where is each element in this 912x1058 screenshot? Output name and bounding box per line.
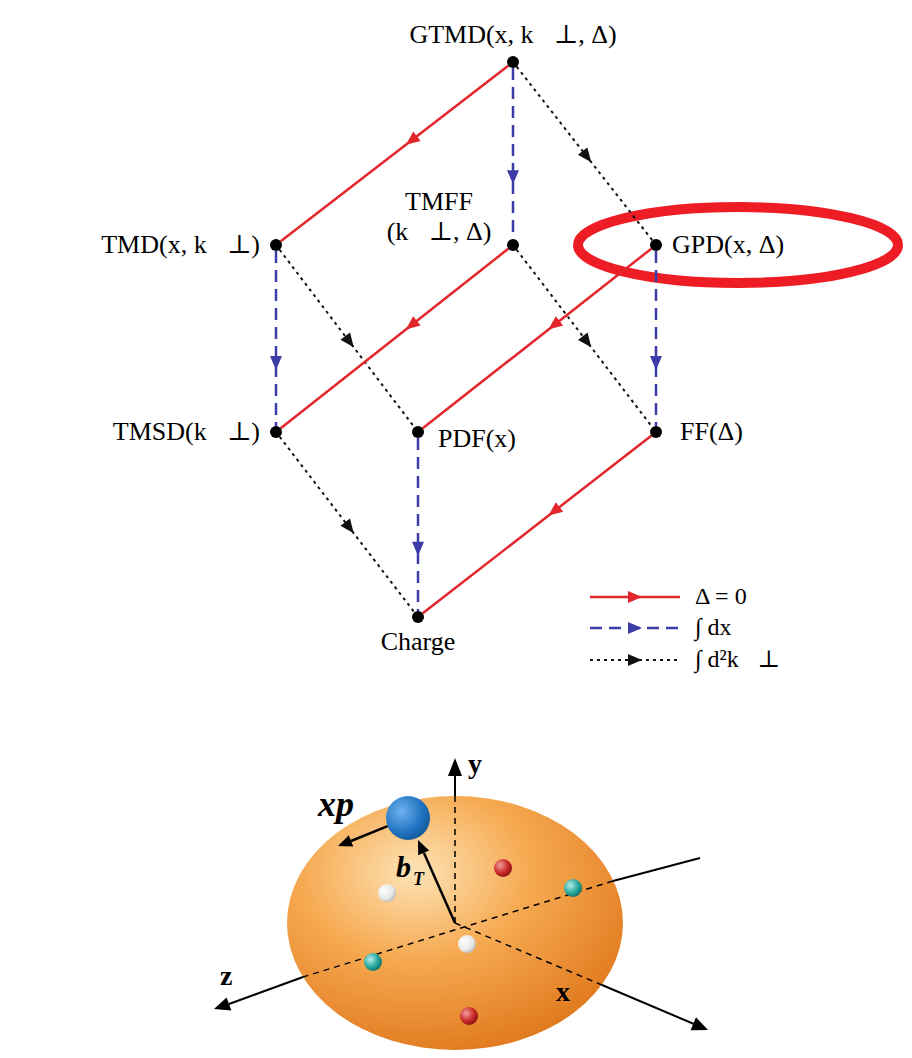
arrow-head [406,131,421,144]
parton-white [378,884,396,902]
arrow-head [548,502,563,515]
parton-cyan [364,953,382,971]
connector-line [423,249,652,429]
legend-red-head [628,591,642,603]
node-label: TMFF (k⃗⊥, Δ) [381,187,497,247]
connector [423,436,652,614]
lattice-node: GTMD(x, k⃗⊥, Δ) [507,56,519,68]
legend-text: ∫ dx [695,614,732,642]
connector [280,437,415,612]
node-label: Charge [379,627,458,657]
connector-line [280,437,415,612]
parton-cyan [564,879,582,897]
legend-samples [590,591,680,666]
connector-line [281,249,509,429]
arrow-head [548,316,563,329]
connector [412,438,424,611]
axis-label: x [556,978,570,1006]
z-axis-dashed [303,881,613,977]
lattice-node: PDF(x) [412,426,424,438]
arrow-head [340,333,353,348]
connector-line [423,436,652,614]
x-axis-dashed [455,923,602,985]
lattice-node: FF(Δ) [650,426,662,438]
legend-dotted-head [628,654,642,666]
arrow-head [406,316,421,329]
node-label: GPD(x, Δ) [670,230,786,260]
z-axis-solid [229,977,303,1004]
lattice-node: GPD(x, Δ) [650,239,662,251]
arrow-head [340,519,353,534]
proton-sketch [214,758,708,1050]
connector [270,251,282,426]
connector [517,67,653,241]
arrow-head [270,356,282,370]
lattice-node: TMD(x, k⃗⊥) [270,239,282,251]
connector-line [655,251,658,426]
legend-blue-head [628,622,642,634]
connector-line [512,68,515,239]
node-label: PDF(x) [436,424,518,454]
bt-arrow-line [424,853,455,923]
axis-label: y [468,750,482,778]
connector-line [417,438,420,611]
node-label: TMSD(k⃗⊥) [111,417,262,447]
struck-parton [386,796,430,840]
proton-sphere [287,796,623,1050]
connector-line [275,251,278,426]
connector [507,68,519,239]
xp-arrow-line [351,826,388,841]
legend-text: Δ = 0 [695,583,747,611]
parton-white [458,935,476,953]
connector [423,249,652,429]
connector-line [517,67,653,241]
bt-arrow-head [418,840,429,855]
highlight-ellipse [578,207,898,283]
arrow-head [507,170,519,184]
parton-red [460,1007,478,1025]
node-label: FF(Δ) [678,417,745,447]
lattice-node: TMSD(k⃗⊥) [270,426,282,438]
z-axis-head [214,997,231,1010]
z-axis-back [613,858,700,881]
parton-red [494,859,512,877]
lattice-node: TMFF (k⃗⊥, Δ) [507,239,519,251]
node-label: GTMD(x, k⃗⊥, Δ) [407,20,618,50]
y-axis-dashed [454,796,456,923]
node-label: TMD(x, k⃗⊥) [99,230,262,260]
impact-parameter-label: T [413,870,424,888]
legend-text: ∫ d²k⃗⊥ [695,646,780,674]
arrow-head [578,333,591,348]
arrow-head [650,356,662,370]
momentum-label: xp [318,786,354,822]
x-axis-solid [602,985,694,1024]
y-axis-head [448,758,462,776]
impact-parameter-label: b [396,852,411,882]
connector [650,251,662,426]
lattice-node: Charge [412,611,424,623]
axis-label: z [220,962,232,990]
y-axis-solid [454,774,456,796]
connector [281,249,509,429]
x-axis-head [691,1017,708,1030]
xp-arrow-head [338,835,353,846]
arrow-head [412,542,424,556]
arrow-head [578,147,591,162]
